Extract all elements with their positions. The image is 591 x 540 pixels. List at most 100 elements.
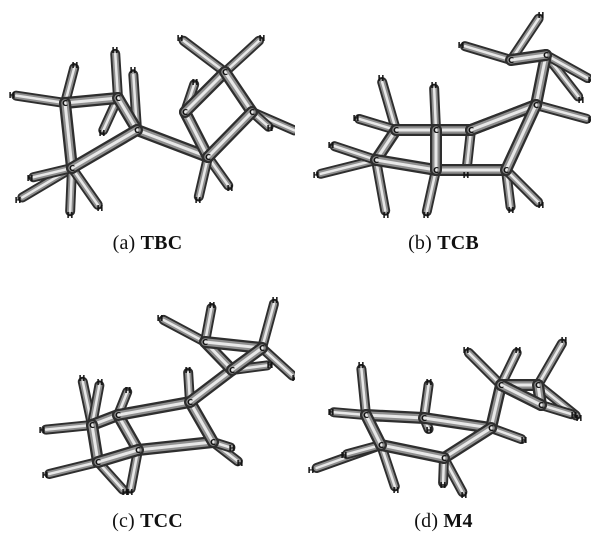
bond-19 [179,106,214,163]
bond-13 [506,13,544,65]
hydrogen-atom-label: H [538,11,545,20]
bond-3 [377,77,401,135]
hydrogen-atom-label: H [185,366,192,375]
carbon-atom-label: C [202,338,208,347]
caption-name: TBC [140,232,183,254]
bond-0 [356,364,371,420]
hydrogen-atom-label: H [112,46,119,55]
carbon-atom-label: C [488,424,494,433]
hydrogen-atom-label: H [42,471,49,480]
hydrogen-atom-label: H [259,34,266,43]
bond-17 [112,92,143,136]
bond-16 [418,412,497,434]
carbon-atom-label: C [229,366,235,375]
carbon-atom-label: C [135,446,141,455]
carbon-atom-label: C [533,101,539,110]
bond-11 [257,343,295,381]
carbon-atom-label: C [538,401,544,410]
caption-prefix: (d) [414,510,439,532]
hydrogen-atom-label: H [39,426,46,435]
carbon-atom-label: C [115,411,121,420]
hydrogen-atom-label: H [426,426,433,435]
bond-13 [376,440,400,492]
hydrogen-atom-label: H [195,196,202,205]
carbon-atom-label: C [89,421,95,430]
bond-8 [501,165,544,208]
hydrogen-atom-label: H [423,211,430,220]
bond-22 [375,439,450,464]
bond-11 [541,50,591,83]
hydrogen-atom-label: H [588,76,591,85]
hydrogen-atom-label: H [9,91,16,100]
bond-24 [500,99,542,176]
hydrogen-atom-label: H [267,124,274,133]
hydrogen-atom-label: H [127,488,134,497]
bond-12 [178,35,230,77]
bond-19 [530,49,552,111]
hydrogen-atom-label: H [458,41,465,50]
hydrogen-atom-label: H [27,174,34,183]
hydrogen-atom-label: H [353,114,360,123]
hydrogen-atom-label: H [122,488,129,497]
bond-19 [112,396,196,421]
bond-23 [226,342,268,376]
caption-name: M4 [443,510,473,532]
carbon-atom-label: C [259,344,265,353]
bond-22 [199,336,268,354]
hydrogen-atom-label: H [561,336,568,345]
carbon-atom-label: C [373,156,379,165]
bond-13 [220,35,265,77]
hydrogen-atom-label: H [177,34,184,43]
hydrogen-atom-label: H [508,206,515,215]
hydrogen-atom-label: H [431,81,438,90]
bond-21 [438,422,497,464]
carbon-atom-label: C [535,381,541,390]
bond-2 [371,155,391,216]
hydrogen-atom-label: H [67,211,74,220]
bond-9 [463,347,506,390]
hydrogen-atom-label: H [79,374,86,383]
carbon-atom-label: C [182,108,188,117]
carbon-atom-label: C [543,51,549,60]
hydrogen-atom-label: H [328,141,335,150]
bond-23 [360,409,387,451]
bond-15 [360,409,430,424]
carbon-atom-label: C [62,99,68,108]
bond-24 [86,419,104,468]
bond-12 [460,41,516,65]
bond-18 [184,396,219,448]
bond-8 [28,163,77,183]
bond-23 [59,97,78,174]
hydrogen-atom-label: H [125,386,132,395]
caption-name: TCB [437,232,479,254]
carbon-atom-label: C [249,108,255,117]
carbon-atom-label: C [363,411,369,420]
hydrogen-atom-label: H [571,411,578,420]
carbon-atom-label: C [69,164,75,173]
caption-name: TCC [140,510,183,532]
hydrogen-atom-label: H [393,486,400,495]
bond-0 [11,90,70,108]
hydrogen-atom-label: H [209,301,216,310]
carbon-atom-label: C [205,153,211,162]
hydrogen-atom-label: H [341,451,348,460]
bond-9 [531,100,591,124]
hydrogen-atom-label: H [463,346,470,355]
hydrogen-atom-label: H [272,296,279,305]
hydrogen-atom-label: H [72,61,79,70]
caption-tbc: (a) TBC [0,232,295,255]
hydrogen-atom-label: H [229,444,236,453]
hydrogen-atom-label: H [515,346,522,355]
bond-2 [110,48,123,103]
carbon-atom-label: C [378,441,384,450]
hydrogen-atom-label: H [440,481,447,490]
carbon-atom-label: C [393,126,399,135]
carbon-atom-label: C [115,94,121,103]
carbon-atom-label: C [95,458,101,467]
hydrogen-atom-label: H [97,378,104,387]
caption-prefix: (c) [112,510,135,532]
hydrogen-atom-label: H [313,171,320,180]
